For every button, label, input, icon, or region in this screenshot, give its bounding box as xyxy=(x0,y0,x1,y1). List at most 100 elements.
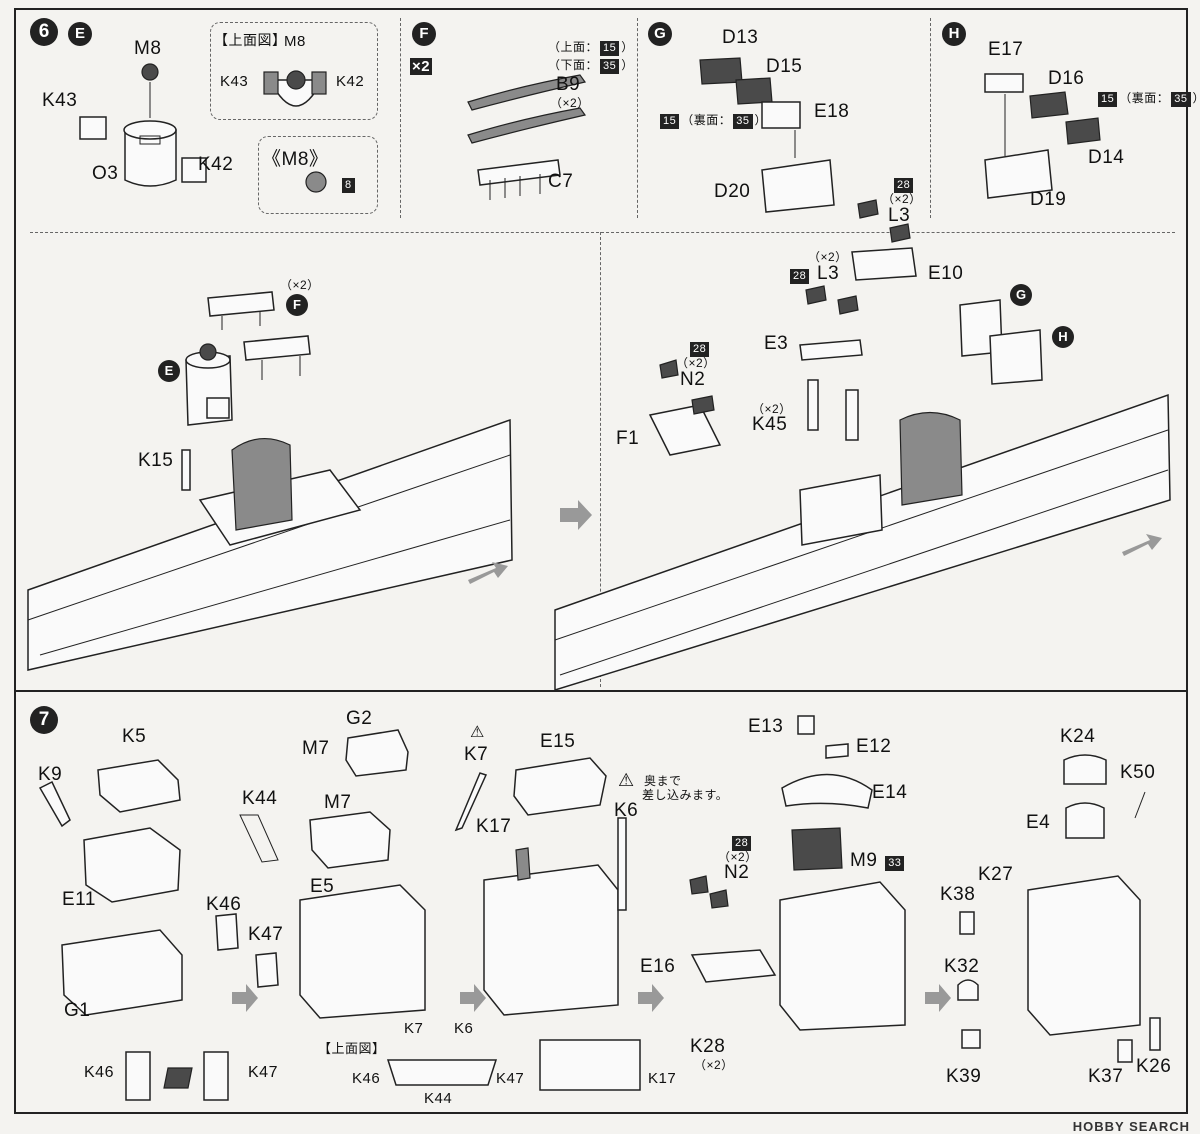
label-m7-b: M7 xyxy=(324,792,352,813)
label-e16: E16 xyxy=(640,956,676,977)
label-d15: D15 xyxy=(766,56,803,77)
label-g2: G2 xyxy=(346,708,373,729)
g-back-note: 15（裏面：35） xyxy=(658,111,767,129)
section-divider xyxy=(14,690,1188,692)
label-d19: D19 xyxy=(1030,189,1067,210)
label-k38: K38 xyxy=(940,884,976,905)
sub-divider-2 xyxy=(637,18,638,218)
sub-divider-3 xyxy=(930,18,931,218)
label-k37: K37 xyxy=(1088,1066,1124,1087)
f-multiplier: ×2 xyxy=(410,58,433,75)
bottom-label-k47: K47 xyxy=(248,1064,278,1081)
sub-divider-center xyxy=(600,232,601,687)
sub-divider-1 xyxy=(400,18,401,218)
bottom-label-k47b: K47 xyxy=(496,1070,525,1087)
label-m8: M8 xyxy=(134,38,162,59)
k7-warning-icon: ⚠ xyxy=(470,724,485,741)
h-back-note: 15（裏面：35） xyxy=(1096,89,1200,107)
f-assembly-badge: F xyxy=(286,294,308,316)
label-k47: K47 xyxy=(248,924,284,945)
k6-note-line1: 奥まで xyxy=(644,774,682,788)
e-assembly-badge: E xyxy=(158,360,180,382)
k45-count: （×2） xyxy=(752,402,792,416)
l3-mid-label: 28 L3 xyxy=(788,263,839,285)
label-k7: K7 xyxy=(464,744,489,765)
label-m7-a: M7 xyxy=(302,738,330,759)
l3-top-num: 28 xyxy=(892,172,915,194)
label-k46: K46 xyxy=(206,894,242,915)
label-k32: K32 xyxy=(944,956,980,977)
n2-count: （×2） xyxy=(676,356,716,370)
f-bottom-note: （下面：35） xyxy=(548,58,634,74)
sub-h-badge: H xyxy=(942,22,966,46)
label-l3-top: L3 xyxy=(888,205,911,226)
f-top-note: （上面：15） xyxy=(548,40,634,56)
label-e3: E3 xyxy=(764,333,789,354)
label-f1: F1 xyxy=(616,428,640,449)
sub-f-badge: F xyxy=(412,22,436,46)
k6-warning-icon: ⚠ xyxy=(618,770,635,790)
label-e17: E17 xyxy=(988,39,1024,60)
watermark: HOBBY SEARCH xyxy=(1072,1119,1190,1134)
label-e11: E11 xyxy=(62,889,96,910)
label-e5: E5 xyxy=(310,876,335,897)
label-n2: N2 xyxy=(680,369,706,390)
part-o3-drawing xyxy=(123,63,177,187)
k6-note-line2: 差し込みます。 xyxy=(642,788,729,802)
sub-g-badge: G xyxy=(648,22,672,46)
label-k44: K44 xyxy=(242,788,278,809)
label-k5: K5 xyxy=(122,726,147,747)
label-d14: D14 xyxy=(1088,147,1125,168)
n2-step7-num: 28 xyxy=(730,830,753,852)
label-k26: K26 xyxy=(1136,1056,1172,1077)
bottom-label-k6: K6 xyxy=(454,1020,474,1037)
bottom-label-k7: K7 xyxy=(404,1020,424,1037)
step-7-badge: 7 xyxy=(30,706,58,734)
label-d13: D13 xyxy=(722,27,759,48)
label-e4: E4 xyxy=(1026,812,1051,833)
g-assembly-badge: G xyxy=(1010,284,1032,306)
label-k39: K39 xyxy=(946,1066,982,1087)
label-m9: M9 33 xyxy=(850,850,906,872)
label-k45: K45 xyxy=(752,414,788,435)
bottom-label-k17: K17 xyxy=(648,1070,677,1087)
label-e12: E12 xyxy=(856,736,892,757)
sub-e-badge: E xyxy=(68,22,92,46)
label-b9-count: （×2） xyxy=(550,96,590,110)
label-k15: K15 xyxy=(138,450,174,471)
label-k17: K17 xyxy=(476,816,512,837)
instruction-sheet-frame xyxy=(14,8,1188,1114)
label-e10: E10 xyxy=(928,263,964,284)
part-k43-drawing xyxy=(79,116,107,140)
l3-top-count: （×2） xyxy=(882,192,922,206)
label-e13: E13 xyxy=(748,716,784,737)
top-view-box-e xyxy=(210,22,378,120)
l3-mid-count: （×2） xyxy=(808,250,848,264)
bottom-label-k46b: K46 xyxy=(352,1070,381,1087)
label-e14: E14 xyxy=(872,782,908,803)
label-b9: B9 xyxy=(556,74,581,95)
label-k28: K28 xyxy=(690,1036,726,1057)
label-e15: E15 xyxy=(540,731,576,752)
top-view-label-k43: K43 xyxy=(220,73,249,90)
h-assembly-badge: H xyxy=(1052,326,1074,348)
label-k24: K24 xyxy=(1060,726,1096,747)
m8-ref-num: 8 xyxy=(340,172,357,194)
label-d20: D20 xyxy=(714,181,751,202)
label-k27: K27 xyxy=(978,864,1014,885)
part-k42-drawing xyxy=(181,157,207,183)
step-6-badge: 6 xyxy=(30,18,58,46)
bottom-label-k46: K46 xyxy=(84,1064,114,1081)
label-k9: K9 xyxy=(38,764,63,785)
label-k43: K43 xyxy=(42,90,78,111)
m8-ref-box xyxy=(258,136,378,214)
label-k6: K6 xyxy=(614,800,639,821)
label-e18: E18 xyxy=(814,101,850,122)
label-d16: D16 xyxy=(1048,68,1085,89)
n2-num: 28 xyxy=(688,336,711,358)
bottom-label-k44: K44 xyxy=(424,1090,453,1107)
label-c7: C7 xyxy=(548,171,574,192)
f-assembly-count: （×2） xyxy=(280,278,320,292)
label-n2-step7: N2 xyxy=(724,862,750,883)
